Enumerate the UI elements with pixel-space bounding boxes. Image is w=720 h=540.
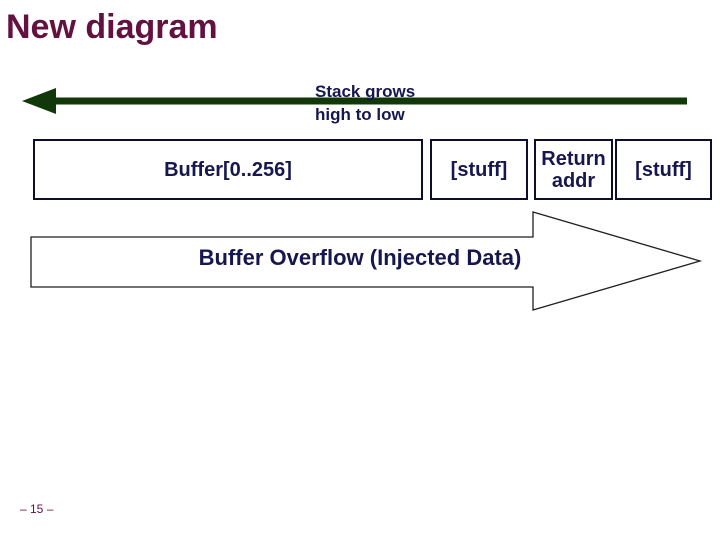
memory-box-stuff-right-label: [stuff]: [635, 158, 692, 181]
stack-grows-label-line1: Stack grows: [315, 82, 416, 101]
page-number: – 15 –: [20, 502, 54, 516]
buffer-overflow-right-arrow: [30, 211, 703, 311]
stack-grows-left-arrow-icon: [22, 88, 687, 114]
memory-box-stuff-left-label: [stuff]: [450, 158, 508, 181]
memory-box-stuff-left: [stuff]: [430, 139, 528, 200]
stack-grows-label: Stack grows high to low: [315, 80, 415, 126]
memory-box-return-addr-label: Return addr: [541, 147, 606, 192]
slide-title: New diagram: [6, 8, 218, 46]
memory-box-buffer-label: Buffer[0..256]: [164, 158, 292, 181]
memory-box-buffer: Buffer[0..256]: [33, 139, 423, 200]
memory-box-return-addr: Return addr: [534, 139, 613, 200]
buffer-overflow-arrow-label: Buffer Overflow (Injected Data): [198, 245, 522, 270]
stack-grows-label-line2: high to low: [315, 105, 405, 124]
memory-box-stuff-right: [stuff]: [615, 139, 712, 200]
